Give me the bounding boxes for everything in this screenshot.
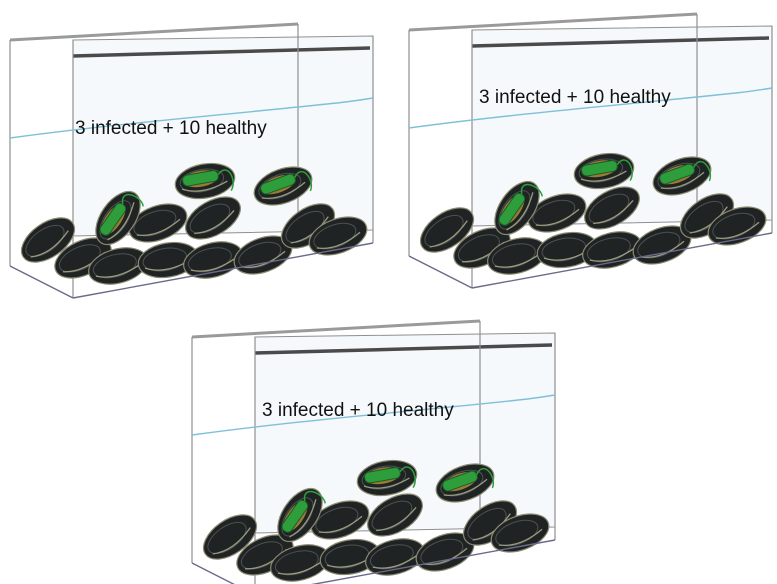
aquarium-tank-illustration [8,18,378,286]
aquarium-tank-illustration [190,315,560,583]
tank-3-label: 3 infected + 10 healthy [262,401,454,420]
aquarium-tank-2: 3 infected + 10 healthy [407,8,777,276]
aquarium-tank-1: 3 infected + 10 healthy [8,18,378,286]
aquarium-tank-illustration [407,8,777,276]
aquarium-tank-3: 3 infected + 10 healthy [190,315,560,583]
tank-1-label: 3 infected + 10 healthy [75,119,267,138]
tank-2-label: 3 infected + 10 healthy [479,88,671,107]
